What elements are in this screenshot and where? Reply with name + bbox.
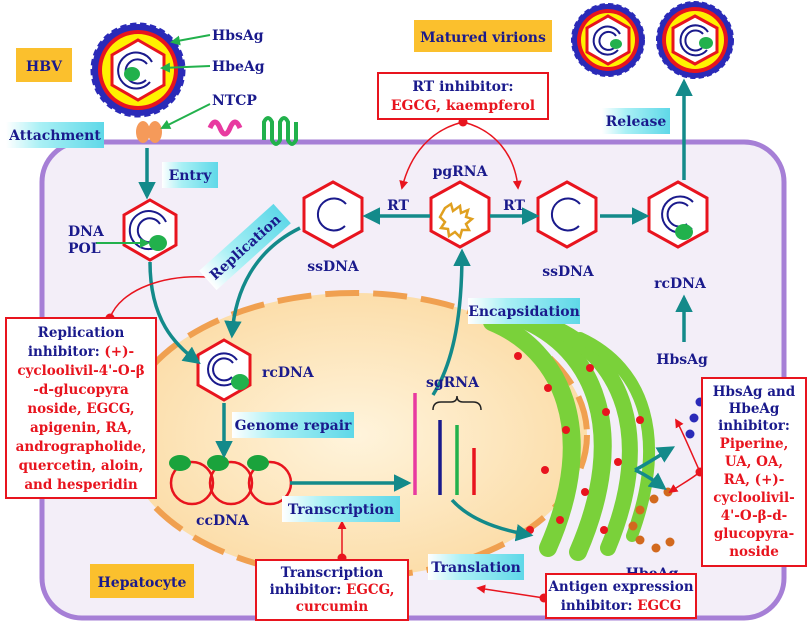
hbsag-right-label: HbsAg [656,352,708,368]
ssdna-left-label: ssDNA [307,259,360,275]
repl-line-3: cycloolivil-4'-O-β [17,363,144,379]
antigen-inhibitor-text: Antigen expression inhibitor: EGCG [547,579,693,614]
genome-repair-label: Genome repair [235,418,352,434]
dna-pol-label-1: DNA [68,224,105,240]
svg-text:inhibitor: (+)-: inhibitor: (+)- [28,344,134,360]
transcription-box [282,496,400,522]
transcription-inh-compounds-a: EGCG, [346,582,394,598]
svg-text:Replication: Replication [38,325,125,341]
hbsag-compound-7: noside [729,544,779,560]
repl-line-9: and hesperidin [24,477,138,493]
antigen-inh-title-2: inhibitor: [561,598,638,614]
rcdna-capsid-right [647,180,709,249]
hepatocyte-label: Hepatocyte [98,575,187,591]
rt-inhibitor-box [377,72,549,120]
release-box [602,108,670,134]
transcription-inhibitor-text: Transcription inhibitor: EGCG, curcumin [270,565,395,615]
replication-inhibitor-box [5,317,157,499]
pathway-arrows [138,78,693,542]
membrane-protein-pink [207,119,243,137]
transcription-inh-compounds-b: curcumin [296,599,369,615]
antigen-inhibitor-box [545,573,697,619]
repl-line-2-dark: inhibitor: [28,344,105,360]
rcdna-right-label: rcDNA [654,276,707,292]
transcription-label: Transcription [288,502,394,518]
matured-virions-label: Matured virions [420,30,546,46]
rt-right-label: RT [503,198,525,214]
attachment-box [6,122,104,148]
rt-inhibitor-compounds: EGCG, kaempferol [391,98,535,114]
pgrna-capsid [429,180,491,249]
hepatocyte-box [90,564,194,598]
replication-box [199,203,291,291]
ccdna-label: ccDNA [196,513,250,529]
antigen-inh-title: Antigen expression [547,579,693,595]
repl-line-7: andrographolide, [16,439,147,455]
svg-text:inhibitor: EGCG,: inhibitor: EGCG, [270,582,395,598]
encapsidation-label: Encapsidation [468,304,580,320]
hbv-virion [90,22,186,118]
transcription-inh-title-1: Transcription [281,565,384,581]
transcription-inhibitor-box [255,559,409,621]
hbsag-compound-2: UA, OA, [725,454,783,470]
ntcp-label: NTCP [212,93,257,109]
hbsag-compound-6: glucopyra- [714,526,794,542]
ribosomes [514,352,644,534]
repl-line-2-red: (+)- [104,344,134,360]
release-label: Release [606,114,667,130]
hbsag-compound-1: Piperine, [720,436,789,452]
ssdna-capsid-left [302,180,364,249]
rna-transcripts [413,393,482,495]
replication-inhibitor-text: Replication inhibitor: (+)- cycloolivil-… [16,325,147,493]
entry-capsid [122,198,178,262]
genome-repair-box [232,412,354,438]
sgrna-label: sgRNA [426,375,480,391]
hbv-box [16,48,72,82]
hbsag-compound-4: cycloolivil- [713,490,794,506]
ssdna-right-label: ssDNA [542,264,595,280]
rcdna-nucleus-label: rcDNA [262,365,315,381]
ssdna-capsid-right [536,180,598,249]
hbsag-compound-5: 4'-O-β-d- [721,508,788,524]
svg-text:inhibitor: EGCG: inhibitor: EGCG [561,598,682,614]
repl-line-6: apigenin, RA, [30,420,132,436]
hbv-label: HBV [26,59,63,75]
repl-line-1-dark: Replication [38,325,125,341]
dna-pol-label-2: POL [68,241,101,257]
entry-label: Entry [169,168,213,184]
ntcp-receptor [136,121,162,143]
repl-line-5: noside, EGCG, [27,401,134,417]
matured-virion-1 [571,3,645,77]
translation-box [428,554,524,580]
hbsag-top-label: HbsAg [212,28,264,44]
rt-left-label: RT [387,198,409,214]
endoplasmic-reticulum [483,309,655,561]
membrane-protein-green [262,116,298,146]
attachment-label: Attachment [8,128,101,144]
hbsag-title-2: HbeAg [729,401,780,417]
hbsag-hbeag-inhibitor-box [701,377,807,567]
entry-box [162,162,218,188]
hbsag-inhibitor-text: HbsAg and HbeAg inhibitor: Piperine, UA,… [713,384,796,560]
hbeag-top-label: HbeAg [212,59,265,75]
hbsag-compound-3: RA, (+)- [724,472,785,488]
translation-label: Translation [431,560,521,576]
pgrna-label: pgRNA [433,164,489,180]
encapsidation-box [468,298,580,324]
hbsag-title-3: inhibitor: [718,418,790,434]
antigen-inh-compounds: EGCG [637,598,681,614]
repl-line-4: -d-glucopyra [33,382,129,398]
transcription-inh-title-2: inhibitor: [270,582,347,598]
rcdna-capsid-nucleus [196,338,252,402]
matured-virion-2 [656,1,734,79]
rt-inhibitor-title: RT inhibitor: [412,79,513,95]
hbsag-title-1: HbsAg and [713,384,796,400]
matured-virions-box [414,20,552,52]
ccdna-minichromosome [169,455,293,506]
repl-line-8: quercetin, aloin, [19,458,144,474]
hbeag-particles [628,487,675,553]
